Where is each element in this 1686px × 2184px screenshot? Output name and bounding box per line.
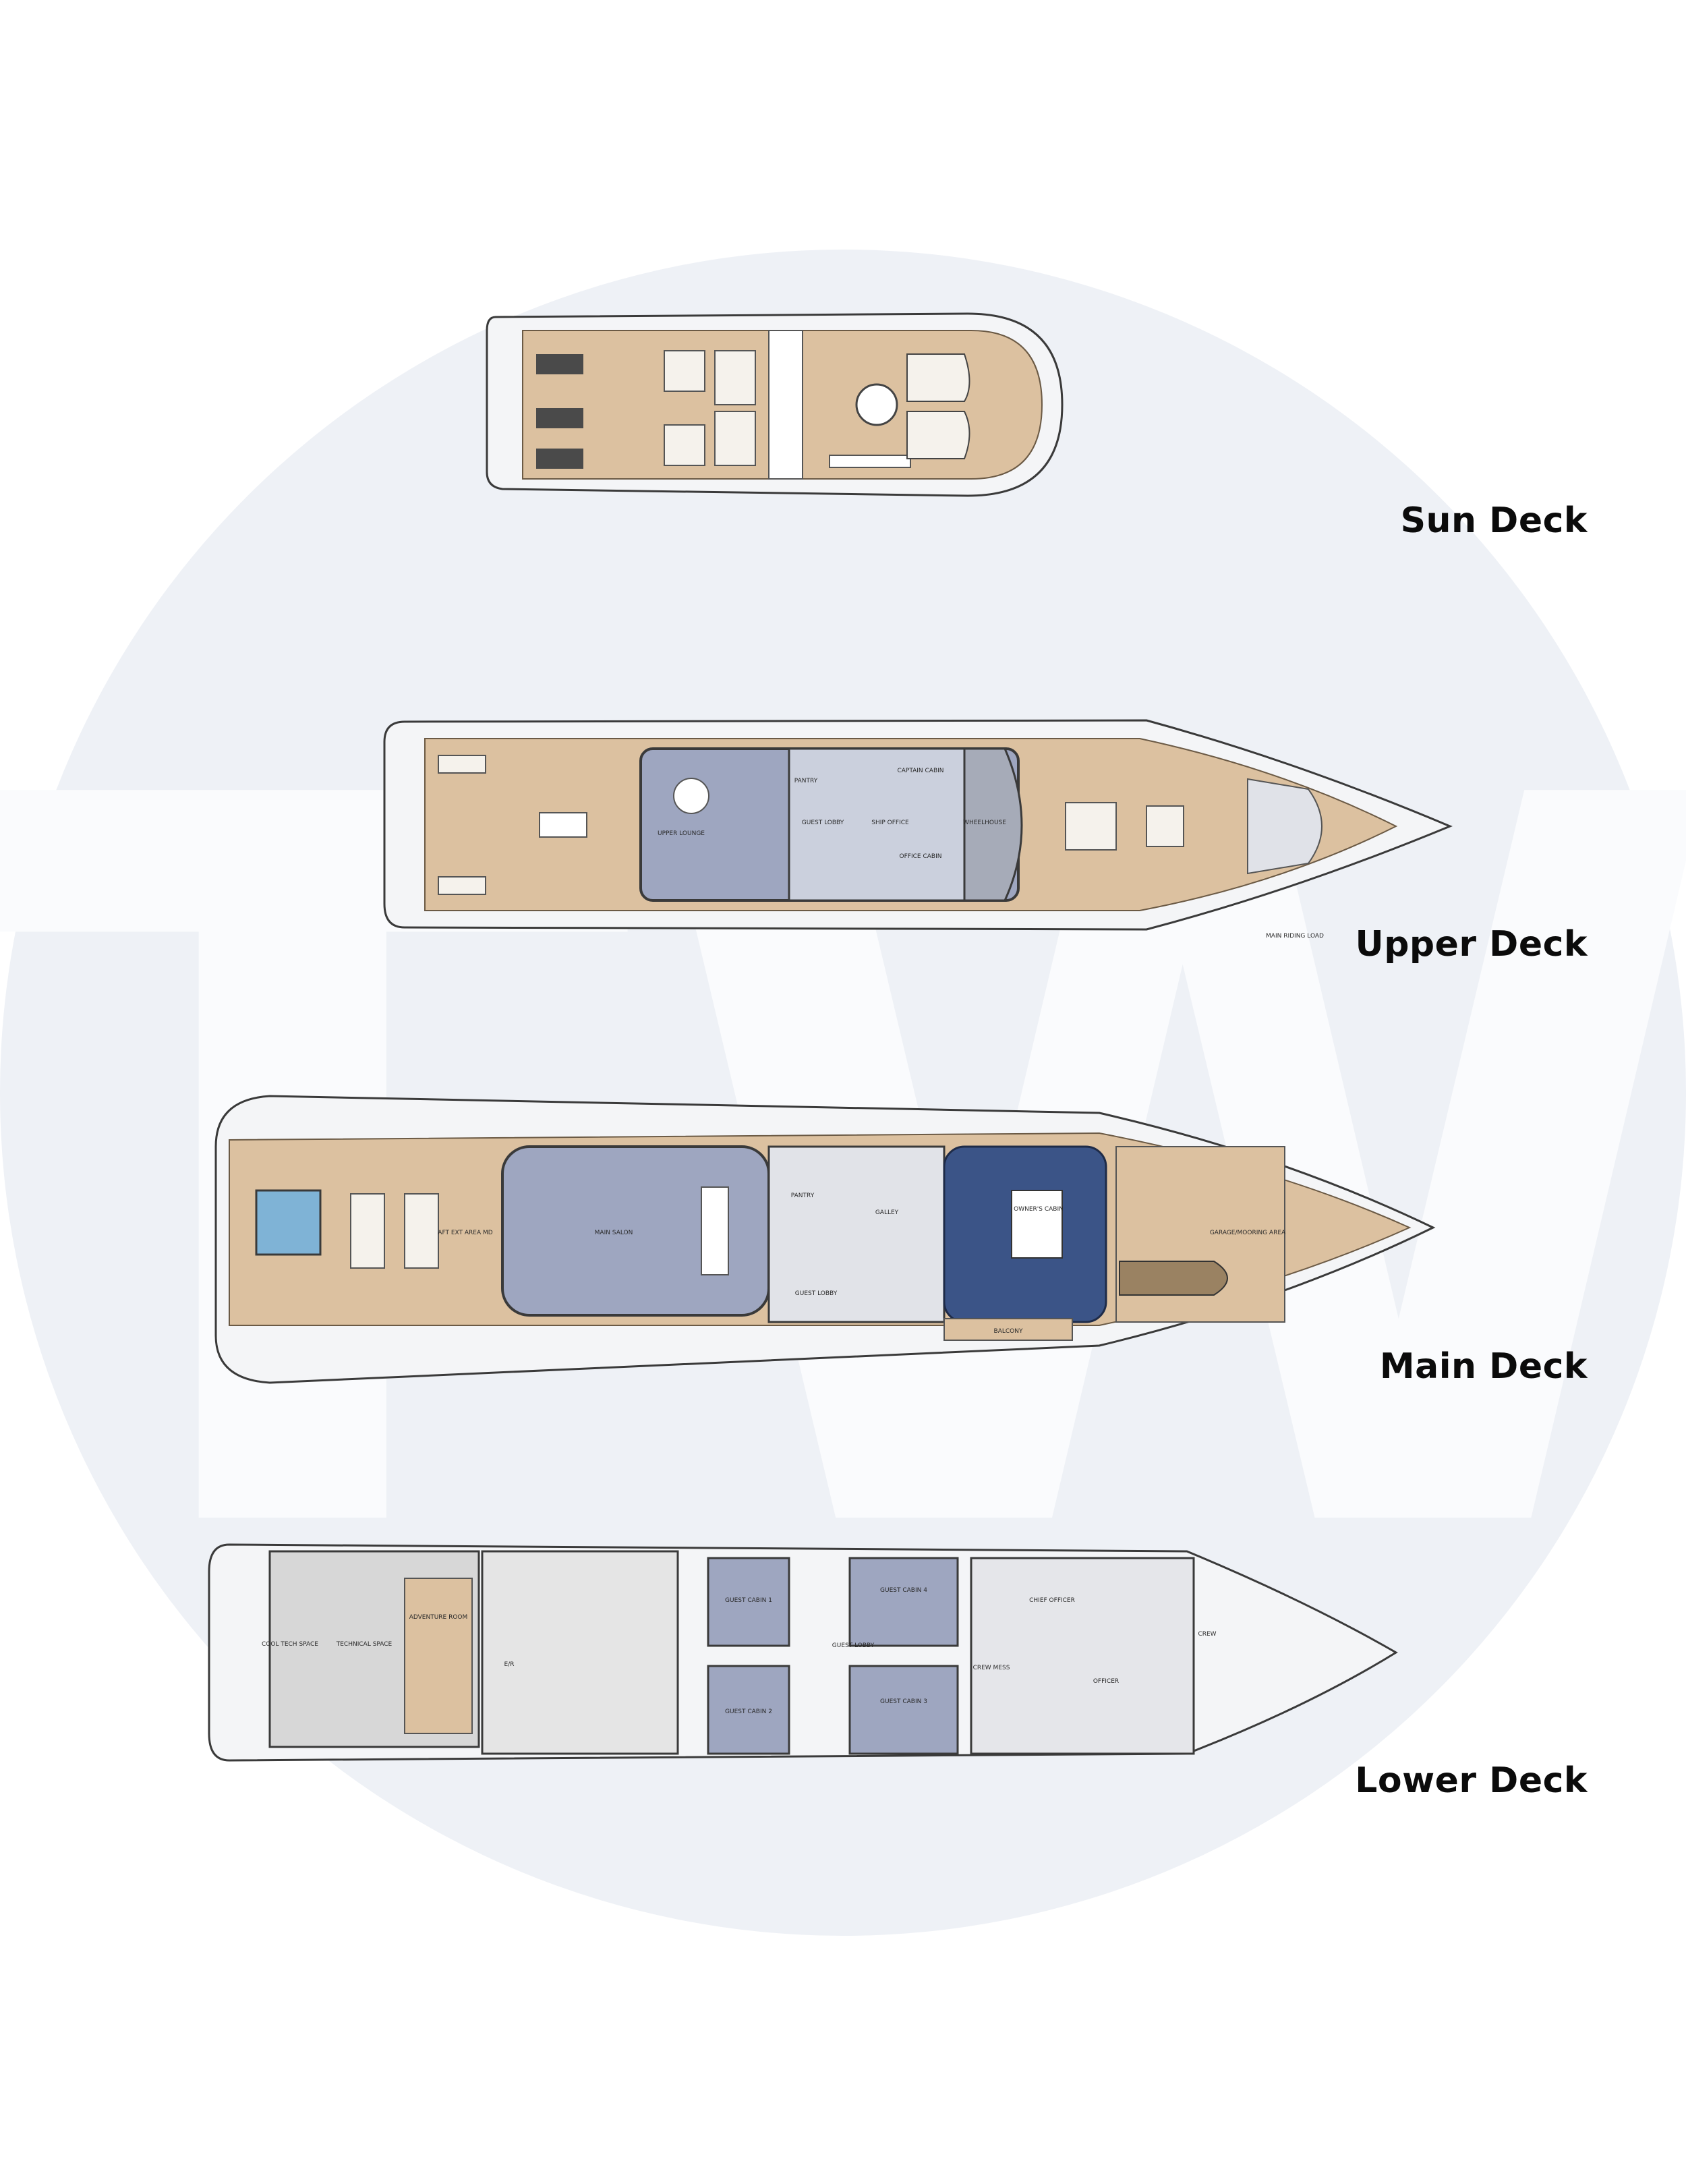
room-label: TECHNICAL SPACE <box>336 1641 393 1648</box>
guest-cabin <box>848 1665 959 1755</box>
guest-cabin <box>707 1557 790 1647</box>
wheelhouse <box>963 747 1023 902</box>
balcony <box>943 1318 1073 1341</box>
dining-table <box>701 1186 729 1275</box>
room-label: CREW MESS <box>973 1665 1010 1671</box>
room-label: GUEST CABIN 4 <box>880 1587 927 1594</box>
round-table <box>855 383 898 426</box>
owners-bed <box>1011 1190 1063 1259</box>
lower-deck-plan: COOL TECH SPACE TECHNICAL SPACE ADVENTUR… <box>208 1543 1398 1762</box>
room-label: E/R <box>504 1661 515 1668</box>
round-table <box>673 778 709 814</box>
room-label: GUEST LOBBY <box>802 820 844 826</box>
sun-lounger <box>536 449 583 469</box>
sun-lounger <box>536 408 583 428</box>
galley-block <box>767 1145 946 1323</box>
room-label: GARAGE/MOORING AREA <box>1210 1230 1286 1236</box>
room-label: GALLEY <box>875 1209 899 1216</box>
deck-label-upper: Upper Deck <box>1355 924 1588 965</box>
room-label: OFFICER <box>1093 1678 1119 1685</box>
counter <box>829 455 911 468</box>
room-label: UPPER LOUNGE <box>658 830 705 837</box>
dining-table <box>539 812 587 838</box>
room-label: PANTRY <box>794 778 818 784</box>
room-label: SHIP OFFICE <box>871 820 909 826</box>
room-label: GUEST LOBBY <box>795 1290 838 1297</box>
room-label: BALCONY <box>994 1328 1023 1335</box>
room-label: OWNER'S CABIN <box>1014 1206 1064 1213</box>
sun-deck-plan <box>486 312 1064 497</box>
sunpad <box>1065 802 1117 851</box>
adventure-room <box>404 1578 473 1734</box>
room-label: PANTRY <box>791 1192 815 1199</box>
sofa <box>404 1193 439 1269</box>
watermark-circle <box>0 250 1686 1936</box>
room-label: GUEST CABIN 1 <box>725 1597 772 1604</box>
tender-chock <box>1247 778 1322 875</box>
deck-label-sun: Sun Deck <box>1400 500 1588 541</box>
guest-cabin <box>707 1665 790 1755</box>
room-label: CHIEF OFFICER <box>1029 1597 1075 1604</box>
upper-deck-plan: UPPER LOUNGE PANTRY GUEST LOBBY CAPTAIN … <box>383 719 1453 940</box>
room-label: OFFICE CABIN <box>900 853 942 860</box>
jacuzzi <box>255 1189 322 1256</box>
room-label: GUEST CABIN 2 <box>725 1708 772 1715</box>
sunpad <box>1146 805 1184 847</box>
bar-counter <box>768 330 803 480</box>
deck-label-lower: Lower Deck <box>1355 1760 1588 1801</box>
guest-cabin <box>848 1557 959 1647</box>
sofa <box>438 876 486 895</box>
forward-sunpad <box>906 411 970 459</box>
room-label: CREW <box>1198 1631 1216 1638</box>
forward-sunpad <box>906 353 970 402</box>
room-label: AFT EXT AREA MD <box>438 1230 492 1236</box>
sofa <box>350 1193 385 1269</box>
sofa <box>664 350 705 392</box>
room-label: CAPTAIN CABIN <box>897 768 943 774</box>
sofa <box>714 350 756 405</box>
sun-lounger <box>536 354 583 374</box>
room-label: WHEELHOUSE <box>963 820 1006 826</box>
room-label: COOL TECH SPACE <box>262 1641 318 1648</box>
room-label: ADVENTURE ROOM <box>409 1614 468 1621</box>
room-label: MAIN SALON <box>595 1230 633 1236</box>
room-label: MAIN RIDING LOAD <box>1266 933 1324 940</box>
crew-area <box>970 1557 1195 1755</box>
room-label: GUEST CABIN 3 <box>880 1698 927 1705</box>
engine-room <box>481 1550 679 1755</box>
room-label: GUEST LOBBY <box>832 1642 875 1649</box>
sofa <box>664 424 705 466</box>
sofa <box>438 755 486 774</box>
main-deck-plan: AFT EXT AREA MD MAIN SALON PANTRY GALLEY… <box>214 1095 1436 1384</box>
deck-label-main: Main Deck <box>1379 1346 1588 1387</box>
tender <box>1119 1261 1228 1296</box>
sofa <box>714 411 756 466</box>
